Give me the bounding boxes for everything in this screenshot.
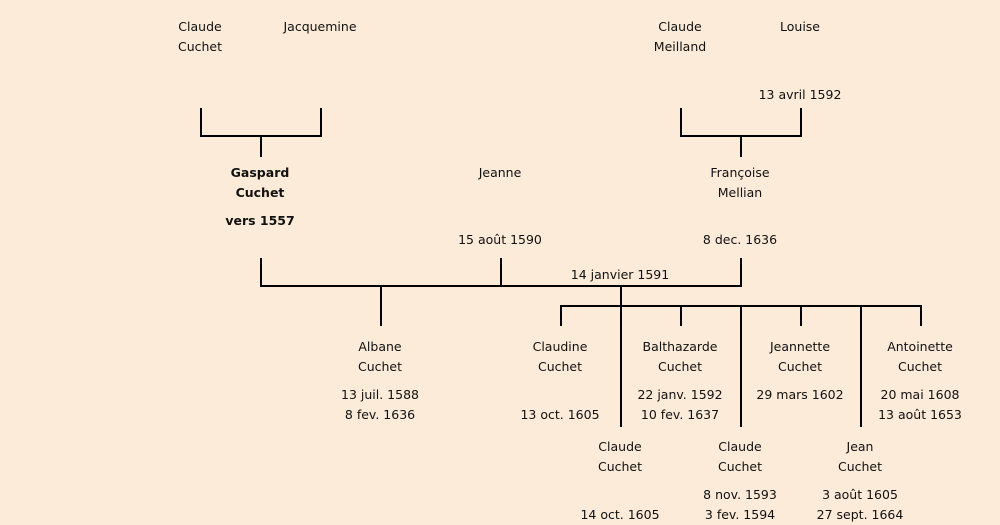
last-name: Mellian <box>717 185 763 200</box>
person-claude-cuchet[interactable]: Claude Cuchet <box>120 17 280 57</box>
first-name: Antoinette <box>887 339 953 354</box>
claudine-death: 13 oct. 1605 <box>520 407 600 422</box>
person-claude-meilland[interactable]: Claude Meilland <box>600 17 760 57</box>
last-name: Cuchet <box>177 39 223 54</box>
person-claude-cuchet-child-2[interactable]: Claude Cuchet <box>660 437 820 477</box>
last-name: Cuchet <box>657 359 703 374</box>
last-name: Cuchet <box>717 459 763 474</box>
last-name: Meilland <box>653 39 707 54</box>
claude-child-2-birth: 8 nov. 1593 <box>703 487 777 502</box>
person-jeanne[interactable]: Jeanne <box>420 163 580 183</box>
person-jacquemine[interactable]: Jacquemine <box>240 17 400 37</box>
last-name: Cuchet <box>235 185 285 200</box>
last-name: Cuchet <box>357 359 403 374</box>
first-name: Claude <box>658 19 702 34</box>
last-name: Cuchet <box>777 359 823 374</box>
balthazarde-birth: 22 janv. 1592 <box>637 387 723 402</box>
jean-birth: 3 août 1605 <box>822 487 898 502</box>
first-name: Gaspard <box>230 165 290 180</box>
jean-death: 27 sept. 1664 <box>816 507 904 522</box>
last-name: Cuchet <box>837 459 883 474</box>
claude-child-2-death: 3 fev. 1594 <box>704 507 776 522</box>
first-name: Albane <box>358 339 402 354</box>
person-claude-cuchet-child[interactable]: Claude Cuchet <box>540 437 700 477</box>
first-name: Jean <box>846 439 874 454</box>
last-name: Cuchet <box>597 459 643 474</box>
person-albane-cuchet[interactable]: Albane Cuchet <box>300 337 460 377</box>
first-name: Jeanne <box>478 165 522 180</box>
antoinette-birth: 20 mai 1608 <box>880 387 960 402</box>
person-louise[interactable]: Louise <box>720 17 880 37</box>
francoise-date: 8 dec. 1636 <box>702 232 778 247</box>
first-name: Claude <box>718 439 762 454</box>
first-name: Louise <box>780 19 820 34</box>
antoinette-death: 13 août 1653 <box>878 407 962 422</box>
claude-child-death: 14 oct. 1605 <box>580 507 660 522</box>
jeannette-birth: 29 mars 1602 <box>756 387 844 402</box>
jeanne-date: 15 août 1590 <box>458 232 542 247</box>
last-name: Cuchet <box>537 359 583 374</box>
person-balthazarde-cuchet[interactable]: Balthazarde Cuchet <box>600 337 760 377</box>
person-claudine-cuchet[interactable]: Claudine Cuchet <box>480 337 640 377</box>
first-name: Balthazarde <box>642 339 718 354</box>
first-name: Claude <box>178 19 222 34</box>
person-francoise-mellian[interactable]: Françoise Mellian <box>660 163 820 203</box>
person-jeannette-cuchet[interactable]: Jeannette Cuchet <box>720 337 880 377</box>
first-name: Françoise <box>710 165 770 180</box>
first-name: Jacquemine <box>283 19 357 34</box>
first-name: Claudine <box>532 339 588 354</box>
person-gaspard-cuchet[interactable]: Gaspard Cuchet <box>180 163 340 203</box>
person-antoinette-cuchet[interactable]: Antoinette Cuchet <box>840 337 1000 377</box>
first-name: Jeannette <box>769 339 831 354</box>
marriage-date: 14 janvier 1591 <box>570 267 670 282</box>
louise-date: 13 avril 1592 <box>758 87 842 102</box>
balthazarde-death: 10 fev. 1637 <box>640 407 720 422</box>
person-jean-cuchet[interactable]: Jean Cuchet <box>780 437 940 477</box>
first-name: Claude <box>598 439 642 454</box>
gaspard-birth: vers 1557 <box>225 213 295 228</box>
albane-birth: 13 juil. 1588 <box>341 387 419 402</box>
albane-death: 8 fev. 1636 <box>344 407 416 422</box>
last-name: Cuchet <box>897 359 943 374</box>
